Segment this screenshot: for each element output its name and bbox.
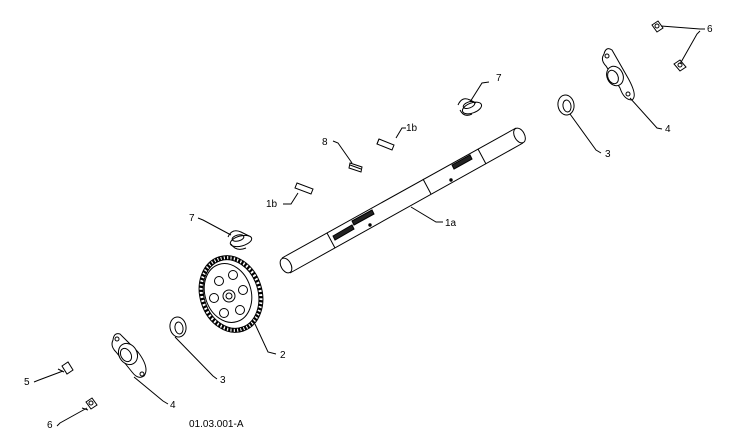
- callout-3-left: 3: [220, 375, 226, 386]
- gear-tooth: [207, 313, 210, 315]
- gear-tooth: [210, 262, 212, 265]
- gear-tooth: [202, 275, 206, 277]
- gear-tooth: [200, 299, 204, 300]
- gear-tooth: [236, 258, 237, 262]
- gear-tooth: [250, 323, 252, 326]
- gear-tooth: [247, 266, 250, 269]
- gear-tooth: [203, 306, 207, 308]
- callout-1b-upper: 1b: [406, 123, 418, 134]
- gear-tooth: [222, 256, 223, 260]
- callout-1b-lower: 1b: [266, 199, 278, 210]
- gear-tooth: [226, 327, 227, 331]
- gear-tooth: [259, 305, 263, 306]
- callout-2: 2: [280, 350, 286, 361]
- gear-tooth: [216, 321, 218, 324]
- gear-tooth: [212, 319, 215, 322]
- gear-tooth: [219, 257, 220, 261]
- pin-upper: [377, 139, 394, 150]
- callout-5: 5: [24, 377, 30, 388]
- gear-tooth: [219, 323, 221, 327]
- callout-7-left: 7: [189, 213, 195, 224]
- bearing-plate-left: [112, 334, 146, 378]
- gear-tooth: [200, 282, 204, 283]
- gear-tooth: [258, 308, 262, 309]
- callout-4-left: 4: [170, 400, 176, 411]
- nut-6-lower: [674, 60, 686, 71]
- callout-4-right: 4: [665, 124, 671, 135]
- callout-6-left: 6: [47, 420, 53, 429]
- gear-tooth: [252, 273, 255, 275]
- gear-tooth: [239, 259, 240, 263]
- gear-tooth: [203, 271, 206, 273]
- shaft: [278, 126, 528, 275]
- gear-tooth: [252, 320, 255, 323]
- gear-tooth: [256, 315, 259, 317]
- gear-tooth: [242, 327, 243, 331]
- gear-tooth: [257, 312, 261, 314]
- bearing-plate-right: [602, 49, 634, 100]
- gear-tooth: [255, 280, 259, 282]
- callout-3-right: 3: [605, 149, 611, 160]
- gear-tooth: [200, 278, 204, 279]
- nut-6-left: [82, 398, 97, 410]
- gear-tooth: [245, 326, 247, 330]
- washer-left: [168, 316, 187, 338]
- pin-lower: [295, 183, 313, 194]
- gear-tooth: [216, 258, 218, 262]
- key-part: [349, 163, 362, 172]
- gear-tooth: [239, 328, 240, 332]
- callout-6-right: 6: [707, 24, 713, 35]
- gear-tooth: [202, 302, 206, 303]
- gear-tooth: [244, 263, 246, 266]
- callout-8: 8: [322, 137, 328, 148]
- callout-1a: 1a: [445, 218, 457, 229]
- gear: [189, 247, 272, 340]
- gear-tooth: [242, 261, 244, 265]
- gear-tooth: [247, 325, 249, 328]
- spring-clip-left: [228, 231, 253, 250]
- figure-code: 01.03.001-A: [189, 419, 244, 429]
- gear-tooth: [205, 310, 209, 312]
- gear-tooth: [257, 284, 261, 285]
- washer-right: [556, 94, 575, 116]
- gear-tooth: [258, 289, 262, 290]
- gear-tooth: [222, 325, 223, 329]
- gear-tooth: [213, 260, 215, 263]
- callout-7-right: 7: [496, 73, 502, 84]
- gear-tooth: [207, 265, 210, 268]
- gear-tooth: [254, 276, 258, 278]
